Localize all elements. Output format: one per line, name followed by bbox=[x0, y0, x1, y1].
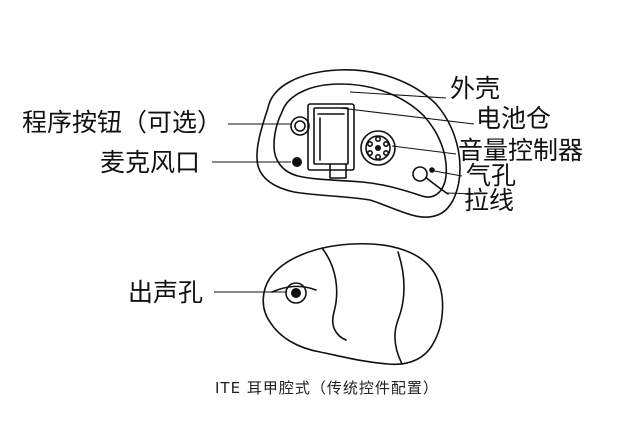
vent-hole bbox=[429, 167, 435, 173]
faceplate-view bbox=[256, 69, 461, 218]
leader-vent bbox=[433, 170, 463, 177]
leader-volume bbox=[391, 145, 457, 155]
label-battery: 电池仓 bbox=[476, 104, 552, 133]
figure-caption: ITE 耳甲腔式（传统控件配置） bbox=[215, 379, 439, 397]
shell-contour-1 bbox=[321, 247, 347, 341]
label-pull-line: 拉线 bbox=[464, 186, 515, 215]
shell-contour-2 bbox=[394, 251, 405, 365]
shell-outline bbox=[256, 69, 461, 218]
leader-battery bbox=[339, 107, 475, 125]
shell-contour-3 bbox=[271, 285, 317, 293]
label-vent: 气孔 bbox=[466, 161, 517, 190]
microphone-port bbox=[292, 157, 302, 167]
sound-outlet bbox=[285, 282, 307, 304]
label-shell: 外壳 bbox=[450, 74, 501, 103]
label-sound-outlet: 出声孔 bbox=[128, 278, 204, 307]
shell-side-view bbox=[262, 242, 444, 366]
faceplate-outline bbox=[273, 83, 448, 198]
program-button bbox=[290, 116, 310, 136]
leader-lines-top bbox=[212, 91, 477, 195]
pull-line bbox=[412, 166, 449, 195]
leader-pull bbox=[446, 192, 477, 195]
label-volume-control: 音量控制器 bbox=[458, 136, 584, 165]
volume-control-wheel bbox=[360, 130, 396, 166]
label-microphone: 麦克风口 bbox=[100, 148, 201, 177]
label-program-button: 程序按钮（可选） bbox=[22, 108, 223, 137]
battery-compartment bbox=[307, 103, 355, 179]
leader-shell bbox=[349, 91, 447, 99]
shell-body bbox=[262, 242, 444, 366]
